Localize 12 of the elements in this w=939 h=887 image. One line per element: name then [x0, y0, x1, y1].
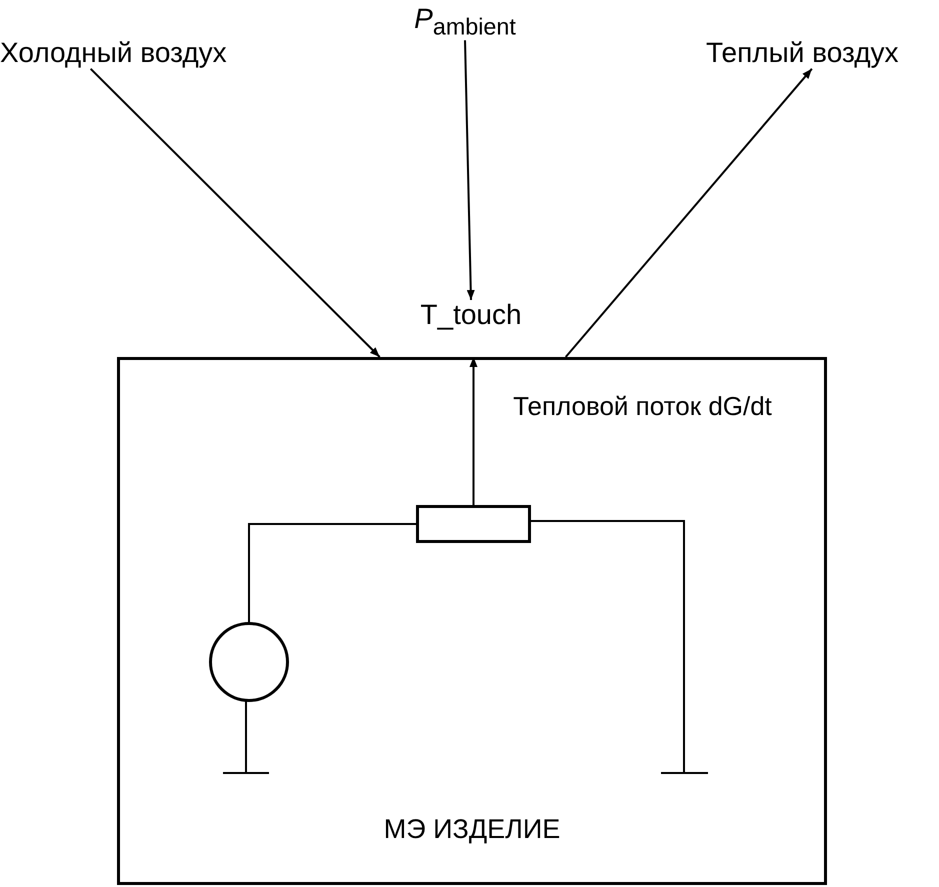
node-label: T_touch [410, 300, 532, 342]
node-label: Теплый воздух [706, 38, 899, 69]
arrow [90, 68, 380, 358]
arrow [464, 40, 475, 300]
arrow [564, 68, 813, 358]
device-label: МЭ ИЗДЕЛИЕ [382, 815, 562, 845]
node-label: P$_{ambient}$ [402, 4, 528, 40]
resistor-symbol [416, 505, 531, 543]
arrow [470, 357, 478, 505]
device-box [117, 357, 827, 885]
node-label: Холодный воздух [0, 38, 227, 69]
wire [248, 523, 416, 622]
